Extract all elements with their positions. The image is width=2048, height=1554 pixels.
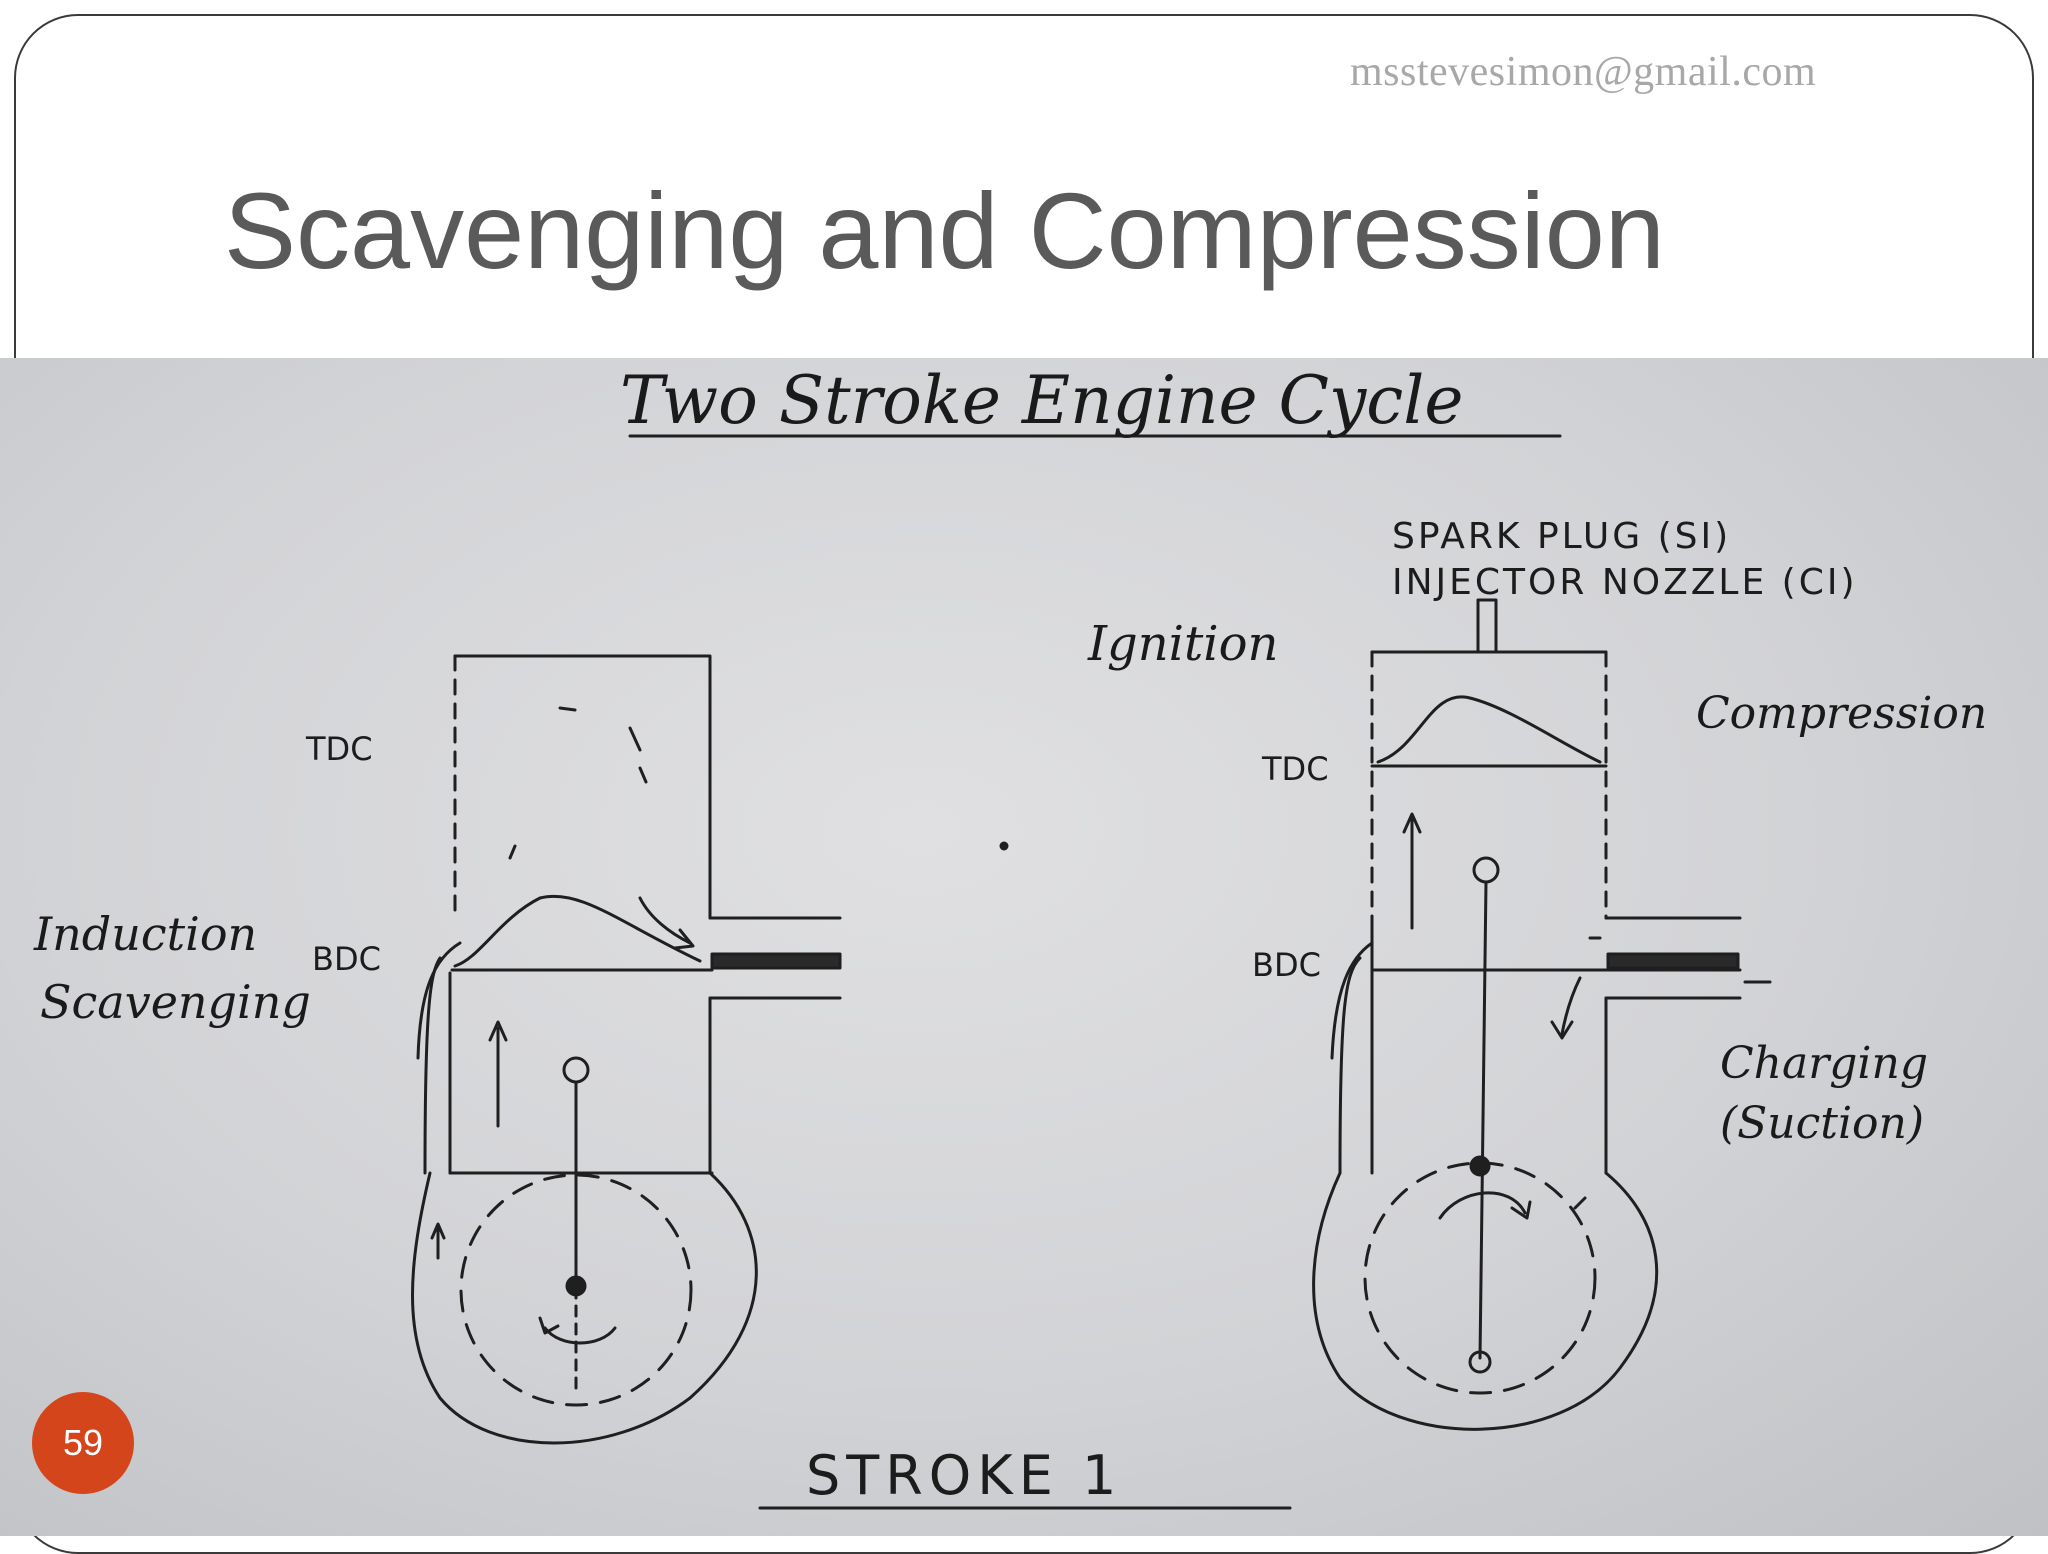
spark-plug-label: SPARK PLUG (SI) [1392,516,1731,557]
engine-diagram-photo: Two Stroke Engine Cycle TDC BDC Inductio… [0,358,2048,1536]
left-engine [411,654,842,1445]
slide-title: Scavenging and Compression [224,170,1665,291]
stroke-label: STROKE 1 [806,1444,1122,1507]
slide-number-badge: 59 [32,1392,134,1494]
scavenging-label: Scavenging [40,975,311,1029]
charging-label: Charging [1720,1038,1928,1089]
ignition-label: Ignition [1087,616,1278,672]
author-email: msstevesimon@gmail.com [1350,49,1817,95]
compression-label: Compression [1696,688,1987,739]
right-tdc-label: TDC [1261,750,1329,788]
injector-label: INJECTOR NOZZLE (CI) [1392,562,1858,603]
diagram-heading: Two Stroke Engine Cycle [620,362,1463,439]
engine-diagram: Two Stroke Engine Cycle TDC BDC Inductio… [33,362,1987,1510]
suction-label: (Suction) [1720,1098,1924,1149]
right-bdc-label: BDC [1252,946,1321,984]
induction-label: Induction [33,907,257,961]
left-bdc-label: BDC [312,940,381,978]
right-engine [999,598,1772,1431]
left-tdc-label: TDC [305,730,373,768]
